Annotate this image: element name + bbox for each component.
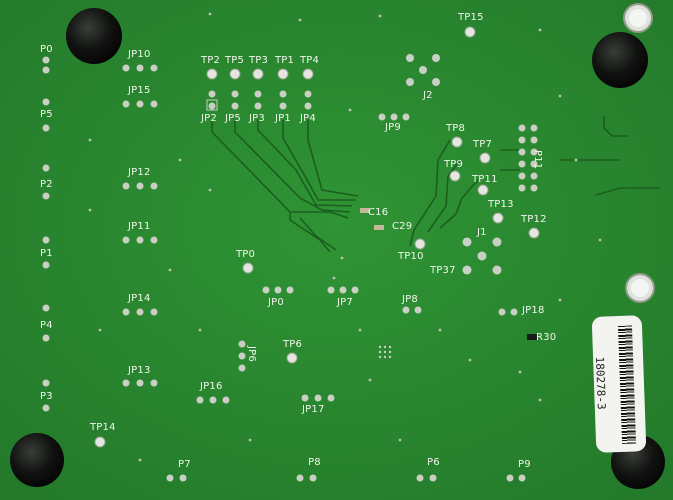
- rubber-foot: [10, 433, 64, 487]
- smd-components: [360, 208, 537, 359]
- rubber-foot: [592, 32, 648, 88]
- label-p1: P1: [40, 248, 53, 259]
- label-jp10: JP10: [128, 49, 151, 60]
- label-jp16: JP16: [200, 381, 223, 392]
- label-jp6: JP6: [246, 346, 257, 362]
- label-jp15: JP15: [128, 85, 151, 96]
- label-jp0: JP0: [268, 297, 284, 308]
- label-p11: P11: [532, 150, 543, 170]
- jumper-pads: [122, 64, 158, 387]
- label-tp6: TP6: [283, 339, 303, 350]
- jp9-pads: [378, 113, 410, 121]
- label-jp13: JP13: [128, 365, 151, 376]
- label-p7: P7: [178, 459, 191, 470]
- label-tp37: TP37: [430, 265, 456, 276]
- vias: [88, 12, 602, 462]
- p11-header-pads: [518, 124, 538, 192]
- label-tp0: TP0: [236, 249, 256, 260]
- label-p6: P6: [427, 457, 440, 468]
- label-jp7: JP7: [337, 297, 353, 308]
- label-p5: P5: [40, 109, 53, 120]
- label-p9: P9: [518, 459, 531, 470]
- label-p3: P3: [40, 391, 53, 402]
- label-jp18: JP18: [522, 305, 545, 316]
- label-tp15: TP15: [458, 12, 484, 23]
- label-p0: P0: [40, 44, 53, 55]
- label-tp12: TP12: [521, 214, 547, 225]
- label-r30: R30: [536, 332, 557, 343]
- label-c29: C29: [392, 221, 413, 232]
- label-jp14: JP14: [128, 293, 151, 304]
- barcode-icon: [617, 325, 637, 444]
- label-jp1: JP1: [275, 113, 291, 124]
- rubber-foot: [66, 8, 122, 64]
- label-tp7: TP7: [473, 139, 493, 150]
- label-p4: P4: [40, 320, 53, 331]
- label-tp1: TP1: [275, 55, 295, 66]
- label-tp14: TP14: [90, 422, 116, 433]
- label-jp5: JP5: [225, 113, 241, 124]
- test-points: [94, 26, 540, 448]
- label-jp17: JP17: [302, 404, 325, 415]
- misc-jumper-pads: [166, 286, 526, 482]
- label-j1: J1: [477, 227, 487, 238]
- label-p2: P2: [40, 179, 53, 190]
- jumper-pads-row: [206, 90, 312, 111]
- j2-connector-pads: [406, 54, 440, 86]
- label-jp9: JP9: [385, 122, 401, 133]
- label-jp11: JP11: [128, 221, 151, 232]
- label-c16: C16: [368, 207, 389, 218]
- label-tp8: TP8: [446, 123, 466, 134]
- p-connector-pads: [42, 56, 50, 412]
- j1-connector-pads: [462, 237, 502, 275]
- label-jp2: JP2: [201, 113, 217, 124]
- label-jp3: JP3: [249, 113, 265, 124]
- label-tp2: TP2: [201, 55, 221, 66]
- label-jp12: JP12: [128, 167, 151, 178]
- barcode-sticker: 180278-3: [591, 315, 647, 453]
- pcb-traces: [211, 116, 660, 253]
- label-tp3: TP3: [249, 55, 269, 66]
- label-tp5: TP5: [225, 55, 245, 66]
- label-tp10: TP10: [398, 251, 424, 262]
- sticker-code: 180278-3: [593, 356, 608, 410]
- label-jp4: JP4: [300, 113, 316, 124]
- label-jp8: JP8: [402, 294, 418, 305]
- label-tp9: TP9: [444, 159, 464, 170]
- label-p8: P8: [308, 457, 321, 468]
- label-tp4: TP4: [300, 55, 320, 66]
- label-tp11: TP11: [472, 174, 498, 185]
- label-tp13: TP13: [488, 199, 514, 210]
- label-j2: J2: [423, 90, 433, 101]
